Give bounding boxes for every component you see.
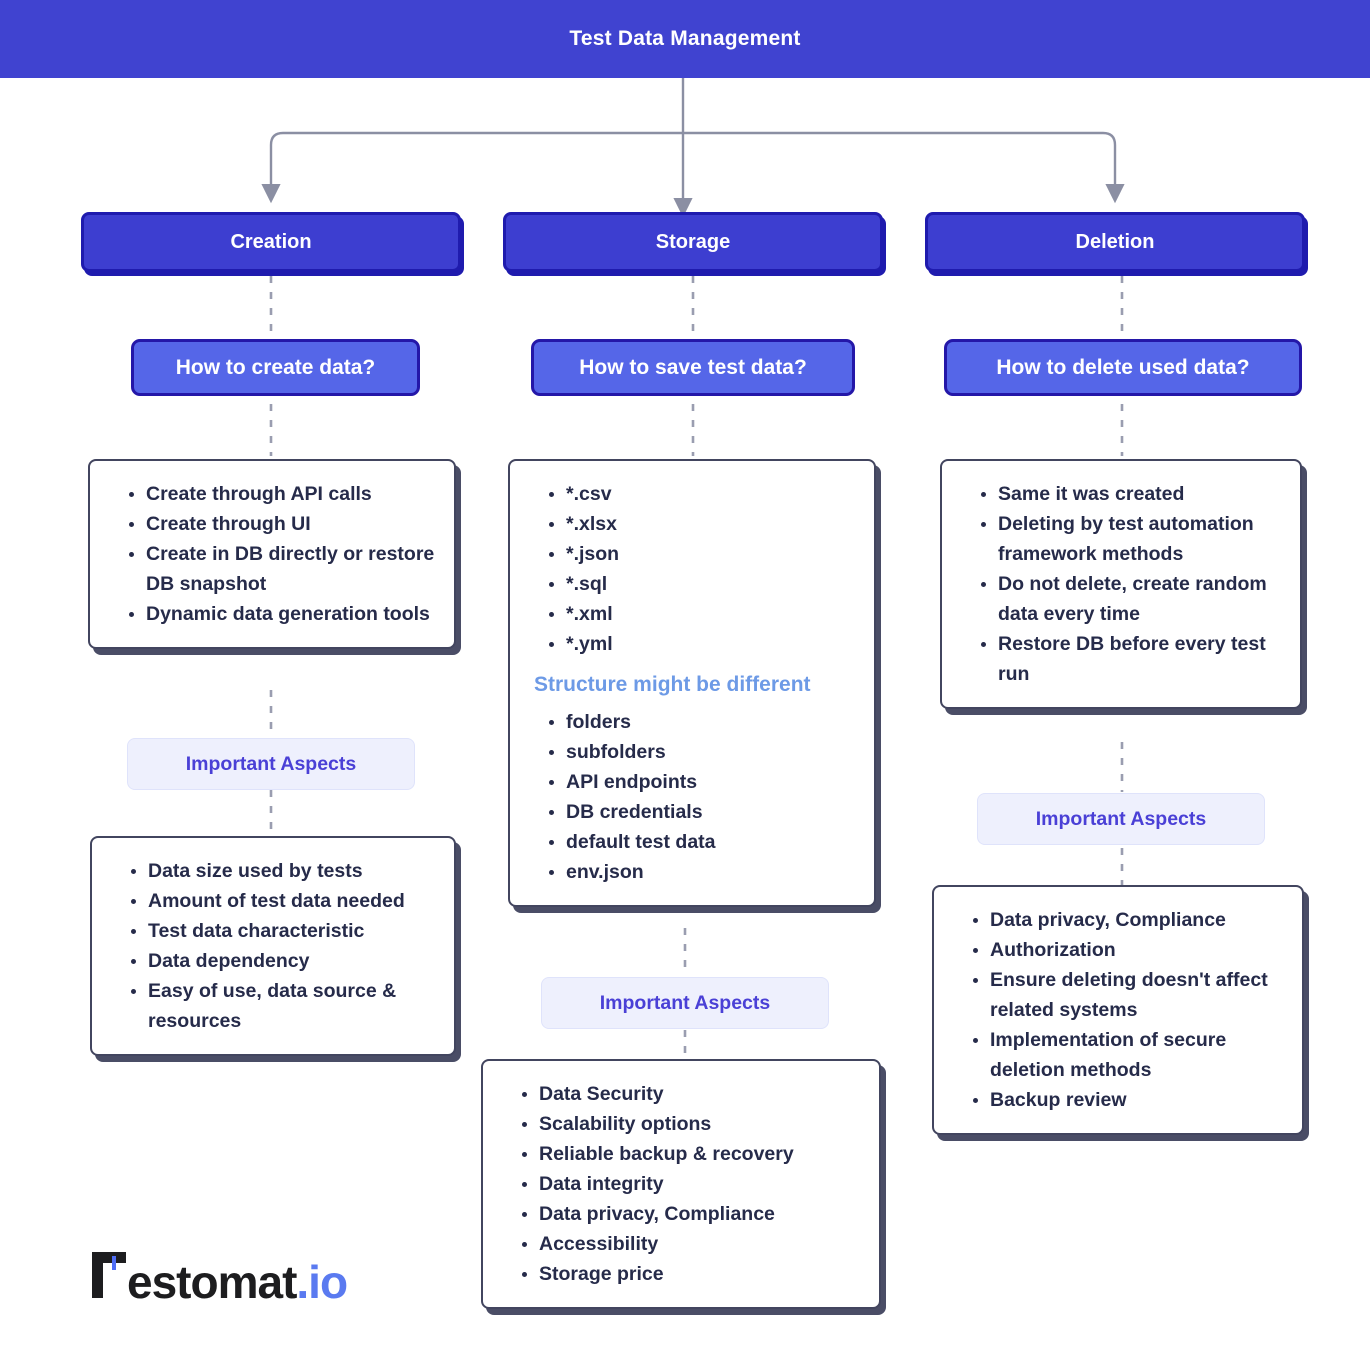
question-label: How to delete used data? xyxy=(996,355,1250,379)
list-item: Amount of test data needed xyxy=(148,886,438,916)
card-deletion-methods: Same it was created Deleting by test aut… xyxy=(940,459,1302,709)
list-item: Data dependency xyxy=(148,946,438,976)
logo-word: estomat xyxy=(127,1256,297,1308)
list-item: Reliable backup & recovery xyxy=(539,1139,863,1169)
category-label: Creation xyxy=(230,230,312,253)
list-item: Same it was created xyxy=(998,479,1284,509)
branch-left-connector xyxy=(261,131,685,204)
category-box-deletion[interactable]: Deletion xyxy=(925,212,1305,272)
badge-label: Important Aspects xyxy=(599,991,771,1014)
storage-subheading: Structure might be different xyxy=(534,673,811,696)
list-item: folders xyxy=(566,707,858,737)
list-item: Create in DB directly or restore DB snap… xyxy=(146,539,438,599)
list-item: Easy of use, data source & resources xyxy=(148,976,438,1036)
list-item: env.json xyxy=(566,857,858,887)
list-item: Ensure deleting doesn't affect related s… xyxy=(990,965,1286,1025)
list-item: *.json xyxy=(566,539,858,569)
list-item: *.yml xyxy=(566,629,858,659)
list-item: default test data xyxy=(566,827,858,857)
question-label: How to create data? xyxy=(175,355,376,379)
list-item: *.xlsx xyxy=(566,509,858,539)
question-box-storage[interactable]: How to save test data? xyxy=(531,339,855,396)
card-storage-aspects: Data Security Scalability options Reliab… xyxy=(481,1059,881,1309)
card-creation-aspects: Data size used by tests Amount of test d… xyxy=(90,836,456,1056)
list-item: Do not delete, create random data every … xyxy=(998,569,1284,629)
list-storage-aspects: Data Security Scalability options Reliab… xyxy=(499,1079,863,1289)
list-item: Restore DB before every test run xyxy=(998,629,1284,689)
card-deletion-aspects: Data privacy, Compliance Authorization E… xyxy=(932,885,1304,1135)
badge-important-aspects-storage: Important Aspects xyxy=(541,977,829,1029)
list-item: *.sql xyxy=(566,569,858,599)
list-storage-structure: folders subfolders API endpoints DB cred… xyxy=(526,707,858,887)
testomat-logo[interactable]: estomat .io xyxy=(92,1252,348,1309)
question-box-deletion[interactable]: How to delete used data? xyxy=(944,339,1302,396)
branch-right-connector xyxy=(683,131,1125,204)
list-item: Backup review xyxy=(990,1085,1286,1115)
list-item: Data Security xyxy=(539,1079,863,1109)
list-item: Storage price xyxy=(539,1259,863,1289)
list-deletion-methods: Same it was created Deleting by test aut… xyxy=(958,479,1284,689)
list-item: Create through API calls xyxy=(146,479,438,509)
category-label: Deletion xyxy=(1075,230,1155,253)
badge-label: Important Aspects xyxy=(185,752,357,775)
list-item: Accessibility xyxy=(539,1229,863,1259)
card-storage-formats: *.csv *.xlsx *.json *.sql *.xml *.yml St… xyxy=(508,459,876,907)
card-creation-methods: Create through API calls Create through … xyxy=(88,459,456,649)
page-header: Test Data Management xyxy=(0,0,1370,78)
list-item: Scalability options xyxy=(539,1109,863,1139)
list-item: subfolders xyxy=(566,737,858,767)
list-item: *.csv xyxy=(566,479,858,509)
list-deletion-aspects: Data privacy, Compliance Authorization E… xyxy=(950,905,1286,1115)
list-item: Deleting by test automation framework me… xyxy=(998,509,1284,569)
list-item: Implementation of secure deletion method… xyxy=(990,1025,1286,1085)
category-label: Storage xyxy=(655,230,731,253)
list-item: Dynamic data generation tools xyxy=(146,599,438,629)
list-item: Authorization xyxy=(990,935,1286,965)
list-item: DB credentials xyxy=(566,797,858,827)
badge-label: Important Aspects xyxy=(1035,807,1207,830)
list-creation-methods: Create through API calls Create through … xyxy=(106,479,438,629)
category-box-creation[interactable]: Creation xyxy=(81,212,461,272)
list-item: Data integrity xyxy=(539,1169,863,1199)
list-item: Create through UI xyxy=(146,509,438,539)
list-storage-formats: *.csv *.xlsx *.json *.sql *.xml *.yml xyxy=(526,479,858,659)
logo-t-mark xyxy=(92,1252,126,1298)
logo-tld: .io xyxy=(296,1256,348,1308)
category-box-storage[interactable]: Storage xyxy=(503,212,883,272)
list-creation-aspects: Data size used by tests Amount of test d… xyxy=(108,856,438,1036)
list-item: Data size used by tests xyxy=(148,856,438,886)
badge-important-aspects-deletion: Important Aspects xyxy=(977,793,1265,845)
list-item: Data privacy, Compliance xyxy=(990,905,1286,935)
list-item: Data privacy, Compliance xyxy=(539,1199,863,1229)
badge-important-aspects-creation: Important Aspects xyxy=(127,738,415,790)
question-box-creation[interactable]: How to create data? xyxy=(131,339,420,396)
list-item: *.xml xyxy=(566,599,858,629)
question-label: How to save test data? xyxy=(579,355,807,379)
list-item: Test data characteristic xyxy=(148,916,438,946)
list-item: API endpoints xyxy=(566,767,858,797)
page-title: Test Data Management xyxy=(569,27,801,50)
